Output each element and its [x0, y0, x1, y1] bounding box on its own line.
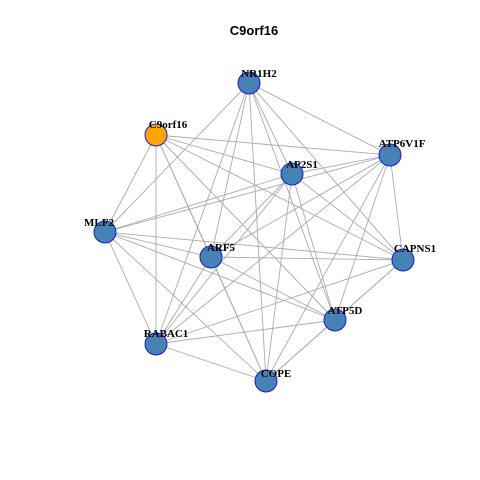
edge-mlf2-atp5d	[104, 231, 336, 321]
node-label-c9orf16: C9orf16	[149, 119, 188, 131]
node-cope	[254, 369, 278, 393]
edge-atp6v1f-cope	[265, 154, 391, 382]
edge-ap2s1-cope	[265, 173, 293, 382]
node-arf5	[199, 245, 223, 269]
node-c9orf16	[144, 123, 168, 147]
edge-atp6v1f-capns1	[389, 154, 404, 261]
edge-atp6v1f-atp5d	[334, 154, 391, 321]
edge-c9orf16-ap2s1	[155, 134, 293, 175]
edge-capns1-rabac1	[155, 259, 404, 345]
node-label-nr1h2: NR1H2	[241, 68, 277, 80]
edge-ap2s1-capns1	[291, 173, 404, 261]
edge-rabac1-cope	[155, 343, 267, 382]
node-nr1h2	[237, 71, 261, 95]
edge-c9orf16-atp5d	[155, 134, 336, 321]
edge-nr1h2-ap2s1	[248, 82, 293, 175]
edge-nr1h2-capns1	[248, 82, 404, 261]
node-label-arf5: ARF5	[207, 242, 236, 254]
edge-ap2s1-rabac1	[155, 173, 293, 345]
edge-ap2s1-atp5d	[291, 173, 336, 321]
edge-capns1-atp5d	[334, 259, 404, 321]
edge-atp5d-cope	[265, 319, 336, 382]
node-rabac1	[144, 332, 168, 356]
node-atp6v1f	[378, 143, 402, 167]
node-capns1	[391, 248, 415, 272]
node-label-ap2s1: AP2S1	[286, 159, 318, 171]
node-ap2s1	[280, 162, 304, 186]
node-label-capns1: CAPNS1	[394, 243, 436, 255]
edge-atp6v1f-ap2s1	[291, 154, 391, 175]
edge-atp6v1f-arf5	[210, 154, 391, 258]
node-label-atp6v1f: ATP6V1F	[379, 138, 426, 150]
edge-nr1h2-atp6v1f	[248, 82, 391, 156]
node-label-rabac1: RABAC1	[144, 328, 189, 340]
edge-atp6v1f-mlf2	[104, 154, 391, 233]
edge-c9orf16-atp6v1f	[155, 134, 391, 156]
edge-arf5-cope	[210, 256, 267, 382]
node-label-cope: COPE	[261, 368, 292, 380]
node-atp5d	[323, 308, 347, 332]
edge-mlf2-capns1	[104, 231, 404, 261]
edge-arf5-capns1	[210, 256, 404, 261]
graph-title: C9orf16	[230, 23, 278, 38]
node-label-atp5d: ATP5D	[328, 305, 363, 317]
edge-nr1h2-mlf2	[104, 82, 250, 233]
edge-ap2s1-mlf2	[104, 173, 293, 233]
edge-nr1h2-atp5d	[248, 82, 336, 321]
edge-nr1h2-cope	[248, 82, 267, 382]
node-mlf2	[93, 220, 117, 244]
edge-atp6v1f-rabac1	[155, 154, 391, 345]
edge-nr1h2-rabac1	[155, 82, 250, 345]
edge-c9orf16-mlf2	[104, 134, 157, 233]
edge-atp5d-rabac1	[155, 319, 336, 345]
edge-mlf2-arf5	[104, 231, 212, 258]
node-label-mlf2: MLF2	[84, 217, 114, 229]
edge-arf5-atp5d	[210, 256, 336, 321]
edge-arf5-rabac1	[155, 256, 212, 345]
nodes-layer	[93, 71, 415, 393]
edge-mlf2-cope	[104, 231, 267, 382]
edge-mlf2-rabac1	[104, 231, 157, 345]
edge-nr1h2-arf5	[210, 82, 250, 258]
